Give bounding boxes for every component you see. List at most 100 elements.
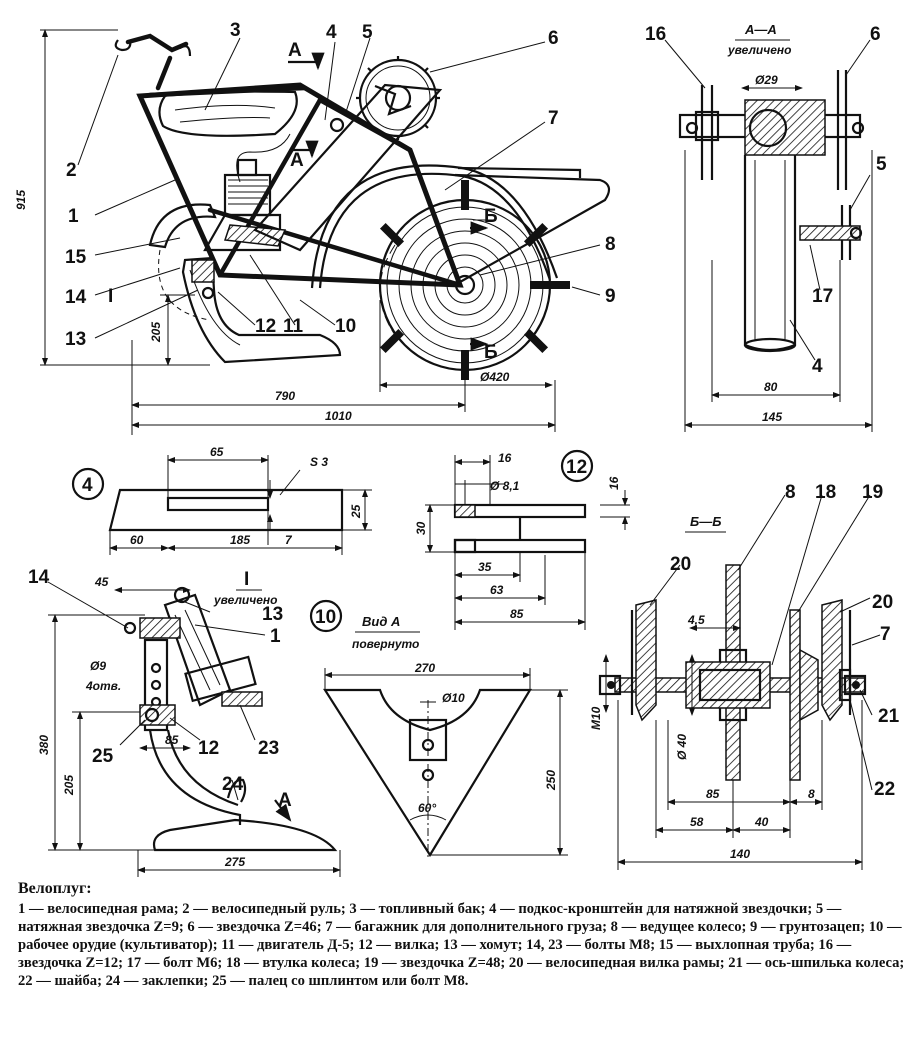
label-2: 2 (66, 160, 77, 181)
dim-40-bb: Ø 40 (675, 734, 689, 760)
arrow-i-label: I (108, 286, 113, 307)
view-a-title: Вид А (362, 614, 400, 629)
label-12-vi: 12 (198, 738, 219, 759)
dim-185: 185 (230, 533, 250, 547)
exhaust-pipe (148, 203, 217, 249)
label-13: 13 (65, 329, 86, 350)
label-19: 19 (862, 482, 883, 503)
label-20-left: 20 (670, 554, 691, 575)
section-b-b: Б—Б (589, 482, 900, 870)
dim-hole-9: Ø9 (90, 659, 106, 673)
dim-58: 58 (690, 815, 704, 829)
label-12: 12 (255, 316, 276, 337)
label-1-vi: 1 (270, 626, 281, 647)
velopluh-technical-drawing: 2 1 3 4 5 6 7 8 9 10 11 12 13 14 15 I А … (14, 20, 900, 877)
dim-wheel: Ø420 (480, 370, 510, 384)
dim-16a: 16 (498, 451, 512, 465)
dim-380: 380 (37, 735, 51, 755)
view-a: 10 Вид А повернуто 270 Ø10 60° 250 (309, 599, 568, 860)
label-14: 14 (65, 287, 87, 308)
dim-45-bb: 4,5 (687, 613, 705, 627)
view-i: I увеличено (28, 567, 341, 877)
caption-title: Велоплуг: (18, 880, 92, 897)
label-13-vi: 13 (262, 604, 283, 625)
dim-60: 60 (130, 533, 144, 547)
dim-16b: 16 (607, 476, 621, 490)
label-21: 21 (878, 706, 900, 727)
label-18: 18 (815, 482, 836, 503)
label-15: 15 (65, 247, 87, 268)
dim-63: 63 (490, 583, 504, 597)
label-20-right: 20 (872, 592, 893, 613)
cultivator-plow (181, 256, 342, 364)
dim-250: 250 (544, 770, 558, 791)
dim-915: 915 (14, 190, 28, 210)
dim-25: 25 (349, 504, 363, 519)
label-11: 11 (283, 316, 304, 337)
label-24: 24 (222, 774, 244, 795)
dim-140: 140 (730, 847, 750, 861)
section-aa-note: увеличено (727, 43, 792, 57)
label-10: 10 (335, 316, 356, 337)
dim-270: 270 (414, 661, 435, 675)
dim-angle: 60° (418, 801, 436, 815)
view-i-note: увеличено (213, 593, 278, 607)
dim-85-bb: 85 (706, 787, 720, 801)
dim-hole-81: Ø 8,1 (490, 479, 520, 493)
arrow-a-bottom: А (290, 150, 304, 171)
section-bb-title: Б—Б (690, 514, 721, 529)
label-1: 1 (68, 206, 79, 227)
arrow-a-top: А (288, 40, 302, 61)
dim-4holes: 4отв. (85, 679, 121, 693)
ground-lugs (379, 180, 570, 380)
label-4-aa: 4 (812, 356, 823, 377)
dim-8-bb: 8 (808, 787, 815, 801)
figure-caption: Велоплуг: 1 — велосипедная рама; 2 — вел… (18, 880, 908, 990)
dim-205-vi: 205 (62, 775, 76, 796)
dim-hole-10: Ø10 (442, 691, 465, 705)
dim-275: 275 (224, 855, 245, 869)
caption-text: 1 — велосипедная рама; 2 — велосипедный … (18, 901, 905, 989)
dim-145: 145 (762, 410, 782, 424)
label-25: 25 (92, 746, 114, 767)
dim-s3: S 3 (310, 455, 328, 469)
dim-65: 65 (210, 445, 224, 459)
fuel-tank (158, 90, 298, 137)
dim-790: 790 (275, 389, 295, 403)
label-23: 23 (258, 738, 279, 759)
dim-1010: 1010 (325, 409, 352, 423)
label-4: 4 (326, 22, 337, 43)
detail-10-label: 10 (315, 607, 336, 628)
arrow-b-top: Б (484, 206, 498, 227)
label-6: 6 (548, 28, 559, 49)
arrow-b-bottom: Б (484, 342, 498, 363)
dim-7: 7 (285, 533, 293, 547)
label-8-bb: 8 (785, 482, 796, 503)
section-a-a: А—А увеличено 16 6 5 17 (645, 22, 887, 432)
cultivator-blade (322, 688, 532, 858)
label-7-bb: 7 (880, 624, 891, 645)
dim-m10: M10 (589, 706, 603, 730)
luggage-rack (454, 173, 611, 283)
section-aa-title: А—А (744, 22, 777, 37)
dim-80: 80 (764, 380, 778, 394)
label-3: 3 (230, 20, 241, 41)
dim-205: 205 (149, 322, 163, 343)
detail-12-label: 12 (566, 457, 587, 478)
detail-part-4: 4 65 S 3 25 60 185 7 (71, 445, 372, 555)
label-9: 9 (605, 286, 616, 307)
label-17: 17 (812, 286, 833, 307)
label-7: 7 (548, 108, 559, 129)
dim-85-12: 85 (510, 607, 524, 621)
detail-4-label: 4 (82, 475, 93, 496)
dim-45: 45 (94, 575, 109, 589)
dim-35: 35 (478, 560, 492, 574)
label-6-aa: 6 (870, 24, 881, 45)
sprocket-46 (358, 58, 438, 138)
label-14-vi: 14 (28, 567, 50, 588)
label-8: 8 (605, 234, 616, 255)
detail-part-12: 12 16 Ø 8,1 16 30 35 63 85 (414, 449, 630, 630)
view-a-note: повернуто (352, 637, 419, 651)
dim-85-vi: 85 (165, 733, 179, 747)
dim-bore: Ø29 (755, 73, 778, 87)
